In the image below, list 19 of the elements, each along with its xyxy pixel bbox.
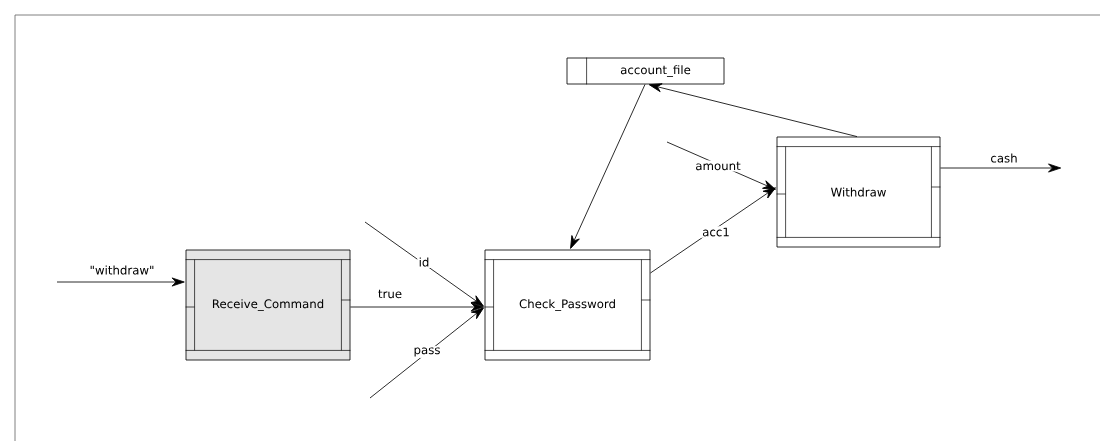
- edge-label: pass: [412, 346, 442, 358]
- arrow: [650, 187, 776, 274]
- edge-label: true: [376, 288, 404, 300]
- arrow: [570, 84, 646, 249]
- process-box: Withdraw: [776, 136, 941, 248]
- arrow: [56, 277, 185, 287]
- process-box: Receive_Command: [185, 249, 351, 361]
- edge-label: acc1: [700, 226, 732, 238]
- arrow: [369, 307, 484, 399]
- arrow: [940, 163, 1062, 173]
- arrow: [648, 83, 858, 137]
- data-store: account_file: [566, 57, 725, 85]
- edge-label: id: [417, 256, 431, 268]
- edge-label: cash: [989, 152, 1019, 164]
- arrow: [364, 221, 484, 307]
- edge-label: amount: [693, 160, 743, 172]
- arrow: [350, 302, 484, 312]
- edge-label: "withdraw": [88, 264, 156, 276]
- process-box: Check_Password: [484, 249, 651, 361]
